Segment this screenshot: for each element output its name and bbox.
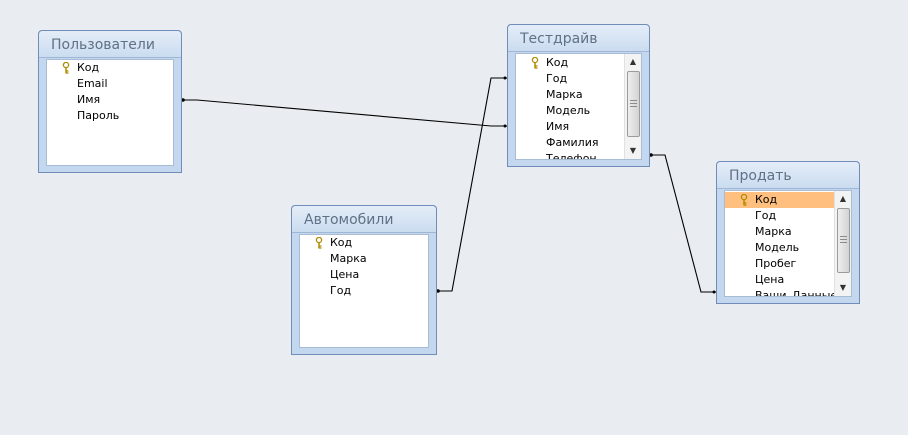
table-title[interactable]: Пользователи (39, 31, 181, 58)
field-item[interactable]: Телефон (516, 151, 641, 160)
scroll-up-icon[interactable]: ▲ (629, 57, 637, 66)
field-label: Марка (755, 225, 792, 238)
field-item[interactable]: Марка (516, 87, 641, 103)
key-icon (62, 62, 70, 74)
field-list[interactable]: Код Марка Цена Год (299, 234, 429, 348)
table-title[interactable]: Тестдрайв (508, 25, 649, 52)
field-item[interactable]: Пробег (725, 256, 851, 272)
key-icon (315, 237, 323, 249)
field-item[interactable]: Email (47, 76, 173, 92)
field-label: Модель (546, 104, 591, 117)
table-cars[interactable]: Автомобили Код Марка Цена Год (291, 205, 437, 355)
field-item[interactable]: Модель (725, 240, 851, 256)
field-item[interactable]: Фамилия (516, 135, 641, 151)
field-list[interactable]: Код Год Марка Модель Имя Фамилия Телефон… (515, 53, 642, 160)
field-label: Марка (330, 252, 367, 265)
field-item[interactable]: Имя (47, 92, 173, 108)
vertical-scrollbar[interactable]: ▲ ▼ (834, 191, 851, 296)
field-label: Модель (755, 241, 800, 254)
field-list[interactable]: Код Год Марка Модель Пробег Цена Ваши_Да… (724, 190, 852, 297)
field-label: Цена (755, 273, 785, 286)
key-icon (740, 194, 748, 206)
field-list[interactable]: Код Email Имя Пароль (46, 59, 174, 166)
field-item[interactable]: Год (300, 283, 428, 299)
scroll-down-icon[interactable]: ▼ (839, 283, 847, 292)
field-item[interactable]: Марка (725, 224, 851, 240)
table-users[interactable]: Пользователи Код Email Имя Пароль (38, 30, 182, 173)
field-item-id-selected[interactable]: Код (725, 192, 851, 208)
field-label: Имя (77, 93, 101, 106)
field-label: Код (330, 236, 353, 249)
field-item[interactable]: Цена (300, 267, 428, 283)
field-label: Код (77, 61, 100, 74)
field-item[interactable]: Марка (300, 251, 428, 267)
field-label: Телефон (546, 152, 597, 160)
field-label: Код (546, 56, 569, 69)
field-item[interactable]: Год (516, 71, 641, 87)
field-item[interactable]: Год (725, 208, 851, 224)
field-label: Имя (546, 120, 570, 133)
field-item[interactable]: Ваши_Данные (725, 288, 851, 297)
field-label: Фамилия (546, 136, 599, 149)
field-item[interactable]: Модель (516, 103, 641, 119)
field-label: Пробег (755, 257, 797, 270)
scroll-thumb[interactable] (837, 208, 850, 273)
field-label: Ваши_Данные (755, 289, 838, 297)
field-item-id[interactable]: Код (47, 60, 173, 76)
relation-cars-testdrive (438, 77, 508, 292)
table-title[interactable]: Продать (717, 162, 859, 189)
table-sell[interactable]: Продать Код Год Марка Модель Пробег Цена… (716, 161, 860, 304)
table-testdrive[interactable]: Тестдрайв Код Год Марка Модель Имя Фамил… (507, 24, 650, 167)
field-label: Марка (546, 88, 583, 101)
field-item-id[interactable]: Код (516, 55, 641, 71)
key-icon (531, 57, 539, 69)
field-label: Пароль (77, 109, 120, 122)
table-title[interactable]: Автомобили (292, 206, 436, 233)
relation-testdrive-sell (651, 154, 717, 293)
scroll-up-icon[interactable]: ▲ (839, 194, 847, 203)
field-label: Год (330, 284, 352, 297)
field-label: Код (755, 193, 778, 206)
field-label: Цена (330, 268, 360, 281)
vertical-scrollbar[interactable]: ▲ ▼ (624, 54, 641, 159)
field-item[interactable]: Цена (725, 272, 851, 288)
field-label: Год (546, 72, 568, 85)
scroll-down-icon[interactable]: ▼ (629, 146, 637, 155)
field-item[interactable]: Пароль (47, 108, 173, 124)
field-label: Год (755, 209, 777, 222)
field-label: Email (77, 77, 108, 90)
field-item[interactable]: Имя (516, 119, 641, 135)
field-item-id[interactable]: Код (300, 235, 428, 251)
scroll-thumb[interactable] (627, 71, 640, 137)
relation-users-testdrive (183, 99, 508, 127)
